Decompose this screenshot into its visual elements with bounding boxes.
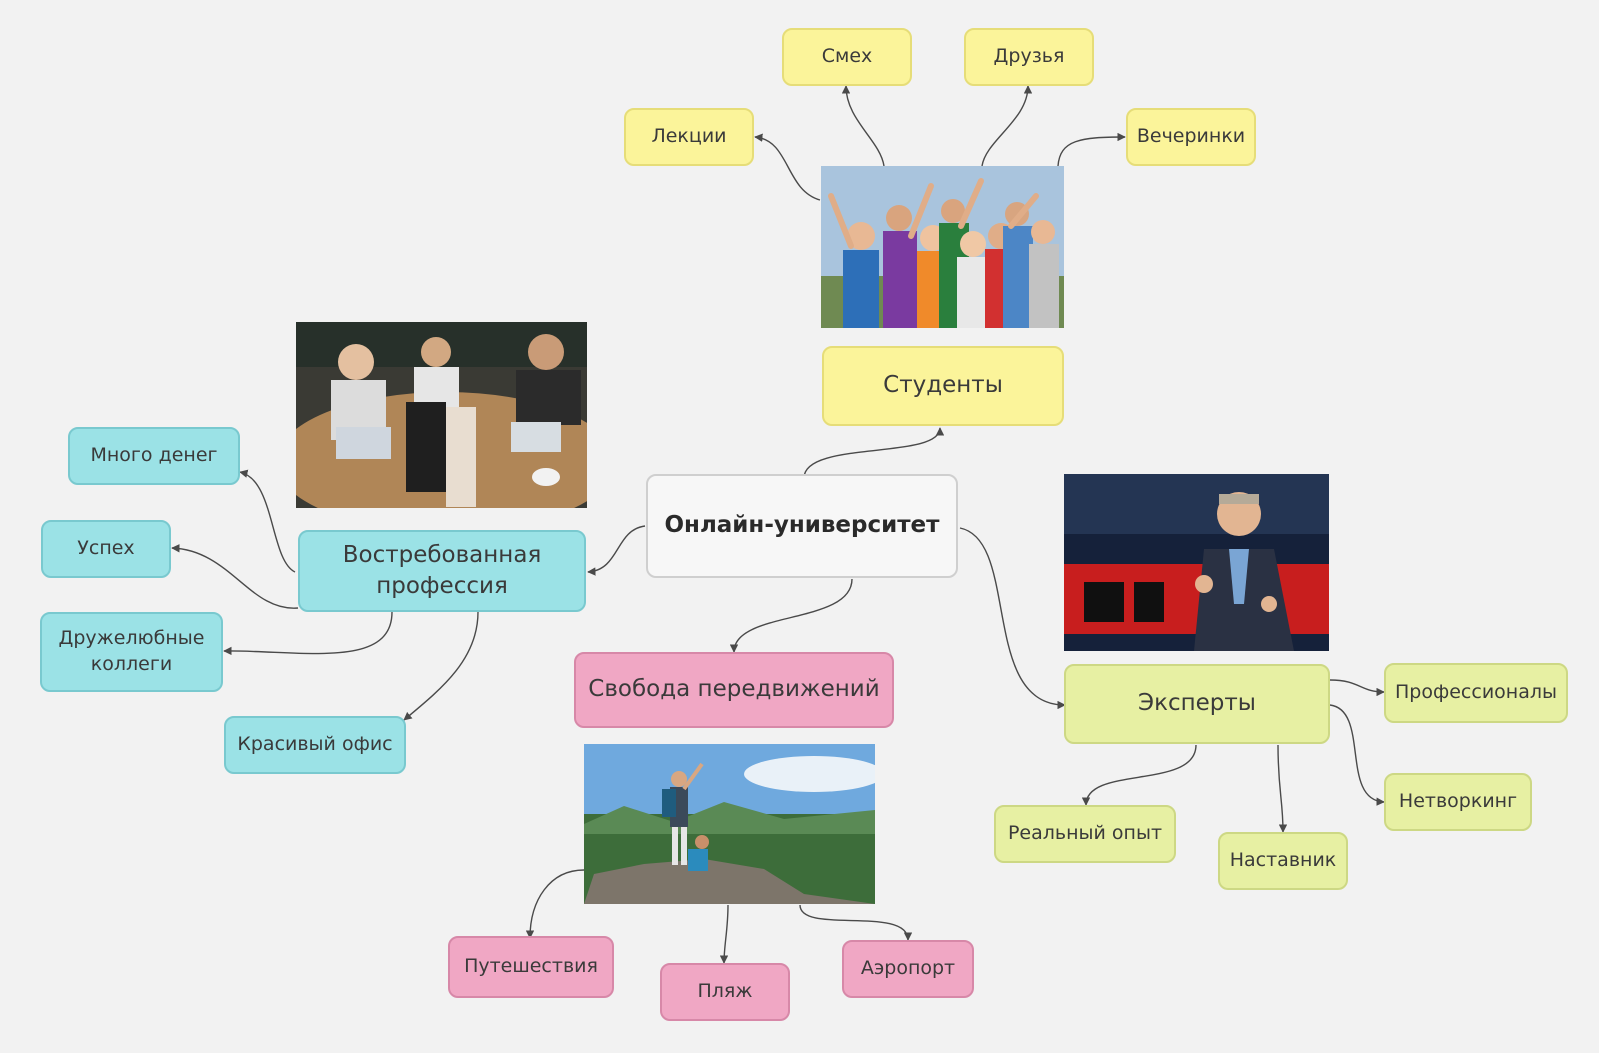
speaker-photo — [1064, 474, 1329, 651]
leaf-professionals-label: Профессионалы — [1395, 681, 1557, 704]
leaf-laugh[interactable]: Смех — [782, 28, 912, 86]
link-freedom-beach — [719, 904, 729, 964]
leaf-beach[interactable]: Пляж — [660, 963, 790, 1021]
branch-profession-label: Востребованная профессия — [342, 541, 542, 599]
leaf-success[interactable]: Успех — [41, 520, 171, 578]
leaf-money-label: Много денег — [90, 444, 218, 467]
link-students-laugh — [841, 85, 885, 167]
branch-profession[interactable]: Востребованная профессия — [298, 530, 586, 612]
leaf-friends[interactable]: Друзья — [964, 28, 1094, 86]
link-center-students — [803, 427, 945, 479]
link-profession-colleagues — [223, 611, 393, 656]
leaf-success-label: Успех — [77, 537, 135, 560]
leaf-networking[interactable]: Нетворкинг — [1384, 773, 1532, 831]
leaf-friends-label: Друзья — [993, 45, 1065, 68]
students-photo — [821, 166, 1064, 328]
branch-freedom[interactable]: Свобода передвижений — [574, 652, 894, 728]
office-team-photo — [296, 322, 587, 508]
link-experts-professionals — [1329, 679, 1385, 697]
link-students-friends — [981, 85, 1033, 167]
central-topic[interactable]: Онлайн-университет — [646, 474, 958, 578]
central-topic-label: Онлайн-университет — [664, 512, 940, 539]
leaf-lectures[interactable]: Лекции — [624, 108, 754, 166]
link-center-experts — [959, 527, 1066, 710]
leaf-mentor-label: Наставник — [1229, 849, 1337, 872]
leaf-professionals[interactable]: Профессионалы — [1384, 663, 1568, 723]
link-profession-money — [239, 469, 296, 573]
link-profession-success — [171, 544, 299, 609]
leaf-colleagues[interactable]: Дружелюбные коллеги — [40, 612, 223, 692]
leaf-experience[interactable]: Реальный опыт — [994, 805, 1176, 863]
leaf-office-label: Красивый офис — [237, 733, 393, 756]
leaf-lectures-label: Лекции — [651, 125, 727, 148]
link-experts-experience — [1081, 744, 1197, 806]
leaf-parties[interactable]: Вечеринки — [1126, 108, 1256, 166]
link-freedom-travel — [525, 869, 585, 939]
hikers-photo — [584, 744, 875, 904]
leaf-travel[interactable]: Путешествия — [448, 936, 614, 998]
branch-experts[interactable]: Эксперты — [1064, 664, 1330, 744]
link-center-profession — [587, 525, 646, 576]
leaf-laugh-label: Смех — [821, 45, 873, 68]
leaf-travel-label: Путешествия — [464, 955, 598, 978]
link-profession-office — [403, 611, 479, 721]
link-freedom-airport — [799, 904, 913, 941]
link-experts-networking — [1329, 704, 1385, 806]
branch-students-label: Студенты — [883, 372, 1003, 399]
leaf-parties-label: Вечеринки — [1136, 125, 1246, 148]
link-center-freedom — [729, 578, 853, 653]
link-students-lectures — [754, 133, 821, 201]
leaf-beach-label: Пляж — [697, 980, 753, 1003]
link-students-parties — [1057, 132, 1126, 167]
leaf-office[interactable]: Красивый офис — [224, 716, 406, 774]
leaf-experience-label: Реальный опыт — [1007, 822, 1163, 845]
leaf-networking-label: Нетворкинг — [1398, 790, 1518, 813]
leaf-colleagues-label: Дружелюбные коллеги — [58, 627, 205, 675]
leaf-airport-label: Аэропорт — [860, 957, 956, 980]
branch-students[interactable]: Студенты — [822, 346, 1064, 426]
leaf-airport[interactable]: Аэропорт — [842, 940, 974, 998]
leaf-mentor[interactable]: Наставник — [1218, 832, 1348, 890]
branch-freedom-label: Свобода передвижений — [588, 676, 880, 703]
branch-experts-label: Эксперты — [1138, 690, 1256, 717]
link-experts-mentor — [1277, 744, 1288, 833]
leaf-money[interactable]: Много денег — [68, 427, 240, 485]
